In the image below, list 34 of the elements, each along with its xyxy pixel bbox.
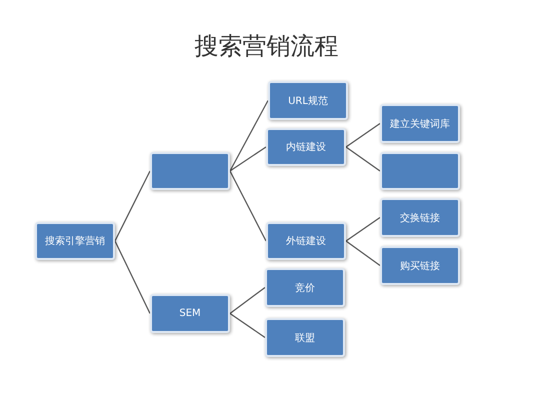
connector-line (230, 313, 266, 338)
node-label: 搜索引擎营销 (45, 234, 105, 248)
process-box (265, 318, 345, 357)
process-box (35, 222, 115, 260)
connector-line (114, 240, 151, 314)
empty-box (150, 152, 230, 190)
process-box (268, 81, 348, 120)
connector-line (229, 170, 267, 242)
node-label: 内链建设 (286, 140, 326, 154)
node-label: 购买链接 (400, 260, 440, 272)
process-box (265, 268, 345, 307)
connector-line (346, 123, 380, 148)
process-box (380, 198, 460, 237)
process-box (266, 222, 346, 260)
node-label: 交换链接 (400, 212, 440, 224)
process-box (150, 294, 230, 333)
connector-line (229, 100, 269, 172)
connector-line (346, 146, 380, 172)
diagram-title: 搜索营销流程 (194, 31, 340, 62)
connector-line (230, 146, 266, 172)
connector-line (346, 217, 380, 242)
process-box (380, 246, 460, 285)
process-box (380, 104, 460, 143)
node-label: SEM (179, 308, 201, 319)
node-label: 建立关键词库 (390, 118, 450, 130)
node-label: 外链建设 (286, 234, 326, 248)
empty-box (380, 152, 460, 190)
node-label: URL规范 (288, 94, 328, 108)
connector-line (230, 287, 266, 314)
node-label: 竞价 (295, 282, 315, 294)
process-box (266, 128, 346, 166)
node-label: 联盟 (295, 332, 315, 344)
connector-line (346, 240, 380, 266)
connector-line (114, 170, 151, 242)
